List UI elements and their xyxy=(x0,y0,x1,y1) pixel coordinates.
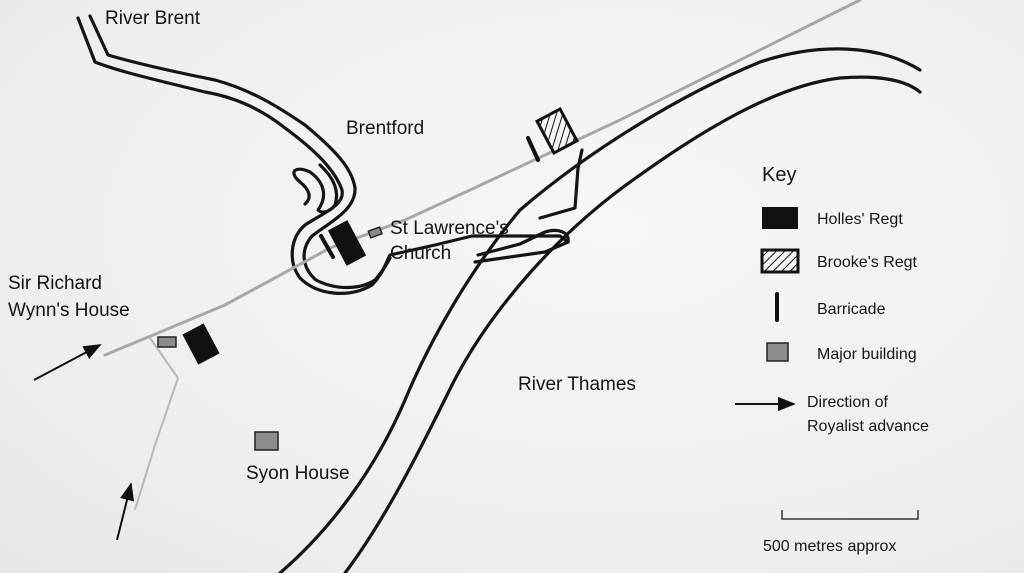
scale-label: 500 metres approx xyxy=(763,538,896,555)
scale-bar-line xyxy=(781,510,919,520)
key-barricade-label: Barricade xyxy=(817,301,886,318)
key-major-building-label: Major building xyxy=(817,346,917,363)
label-brentford: Brentford xyxy=(346,118,424,139)
brent-mouth-channel xyxy=(473,228,570,264)
holles-regt-wynn xyxy=(182,323,220,365)
key-holles-label: Holles' Regt xyxy=(817,211,903,228)
royalist-advance-arrow-2 xyxy=(116,482,135,541)
label-church-2: Church xyxy=(390,243,451,264)
map-key: Key Holles' Regt Brooke's Regt Barricade… xyxy=(735,164,929,435)
label-syon-house: Syon House xyxy=(246,463,350,484)
label-river-thames: River Thames xyxy=(518,374,636,395)
key-title: Key xyxy=(762,164,796,186)
wynn-house-building xyxy=(157,336,177,348)
brent-mouth-upper xyxy=(538,148,584,220)
label-wynn-1: Sir Richard xyxy=(8,273,102,294)
label-wynn-2: Wynn's House xyxy=(8,300,130,321)
key-brooke-swatch xyxy=(760,248,800,274)
brent-east-bank xyxy=(88,14,392,290)
key-arrow-label-2: Royalist advance xyxy=(807,418,929,435)
barricade-brentford xyxy=(319,234,335,259)
syon-house-building xyxy=(254,431,279,451)
main-road xyxy=(103,0,862,357)
thames-north-bank xyxy=(278,47,922,573)
scale-bar: 500 metres approx xyxy=(763,510,919,555)
label-river-brent: River Brent xyxy=(105,8,201,29)
holles-regt-brentford xyxy=(327,220,367,266)
thames-south-bank xyxy=(343,75,922,573)
brent-inner-loop xyxy=(292,163,339,214)
key-holles-swatch xyxy=(762,207,798,229)
church-building xyxy=(367,226,383,239)
barricade-east xyxy=(526,136,540,162)
key-arrow-label-1: Direction of xyxy=(807,394,888,411)
brookes-regt-block xyxy=(535,106,579,156)
key-brooke-label: Brooke's Regt xyxy=(817,254,918,271)
syon-lane xyxy=(134,337,180,511)
key-major-building-swatch xyxy=(766,342,789,362)
royalist-advance-arrow-1 xyxy=(33,344,102,381)
label-church-1: St Lawrence's xyxy=(390,218,509,239)
